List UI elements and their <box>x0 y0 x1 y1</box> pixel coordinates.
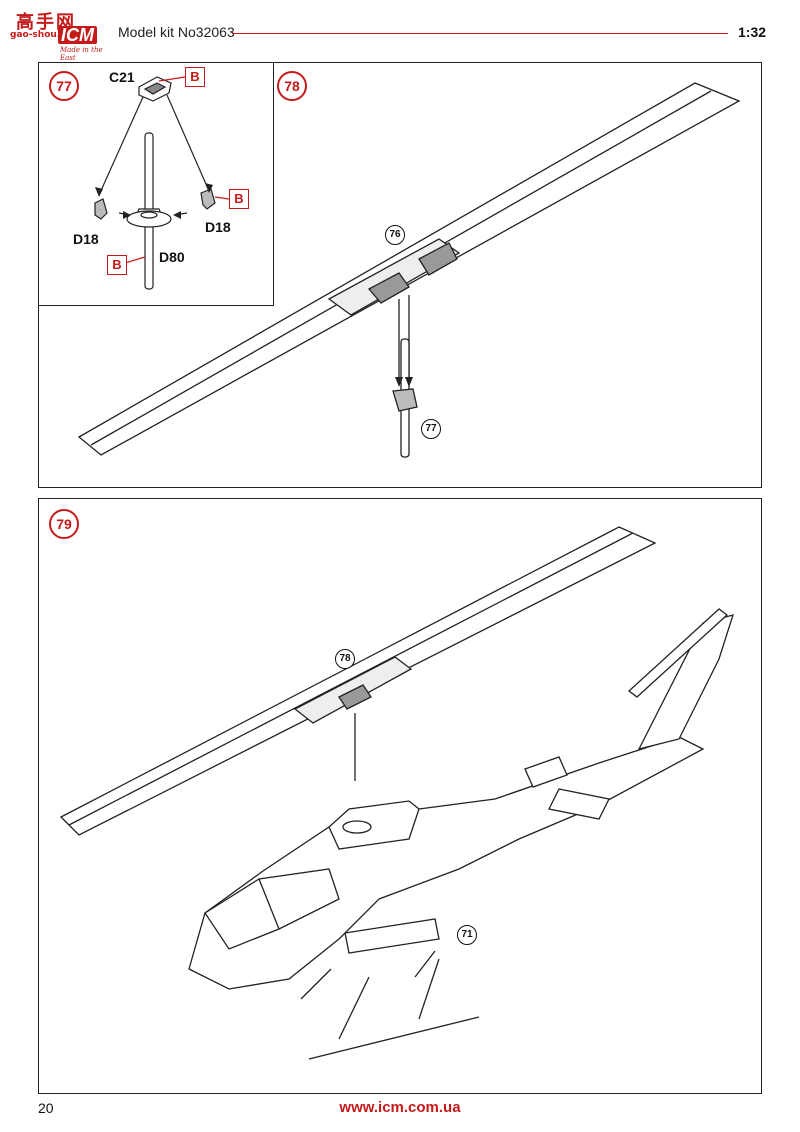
part-d18-right-label: D18 <box>205 219 231 235</box>
color-code-b-right: B <box>229 189 249 209</box>
website-link[interactable]: www.icm.com.ua <box>339 1099 461 1116</box>
step-79-panel: 79 78 71 <box>38 498 762 1094</box>
ref-78-badge: 78 <box>335 649 355 669</box>
step-77-panel: 77 C21 B B D18 D18 B D80 <box>38 62 274 306</box>
page-header: 高手网 gao-shou.com ICM Made in the East Mo… <box>0 0 800 62</box>
step-79-badge: 79 <box>49 509 79 539</box>
kit-title: Model kit No32063 <box>118 24 235 40</box>
step-78-badge: 78 <box>277 71 307 101</box>
part-c21-label: C21 <box>109 69 135 85</box>
part-d80-label: D80 <box>159 249 185 265</box>
logo-tagline: Made in the East <box>60 46 103 62</box>
page-number: 20 <box>38 1100 54 1116</box>
header-rule <box>232 33 728 34</box>
ref-77-badge: 77 <box>421 419 441 439</box>
step-77-border <box>38 62 274 306</box>
logo-site-text: gao-shou.com <box>10 30 82 40</box>
color-code-b-bottom: B <box>107 255 127 275</box>
step-77-drawing <box>94 76 230 290</box>
ref-76-badge: 76 <box>385 225 405 245</box>
step-77-badge: 77 <box>49 71 79 101</box>
scale-label: 1:32 <box>738 24 767 40</box>
logo-icm-text: ICM <box>58 26 97 44</box>
brand-logo: 高手网 gao-shou.com ICM Made in the East <box>8 6 108 62</box>
step-78-drawing <box>77 82 741 458</box>
ref-71-badge: 71 <box>457 925 477 945</box>
step-78-panel: 78 76 77 <box>38 62 762 488</box>
color-code-b-top: B <box>185 67 205 87</box>
part-d18-left-label: D18 <box>73 231 99 247</box>
step-79-drawing <box>59 526 734 1060</box>
